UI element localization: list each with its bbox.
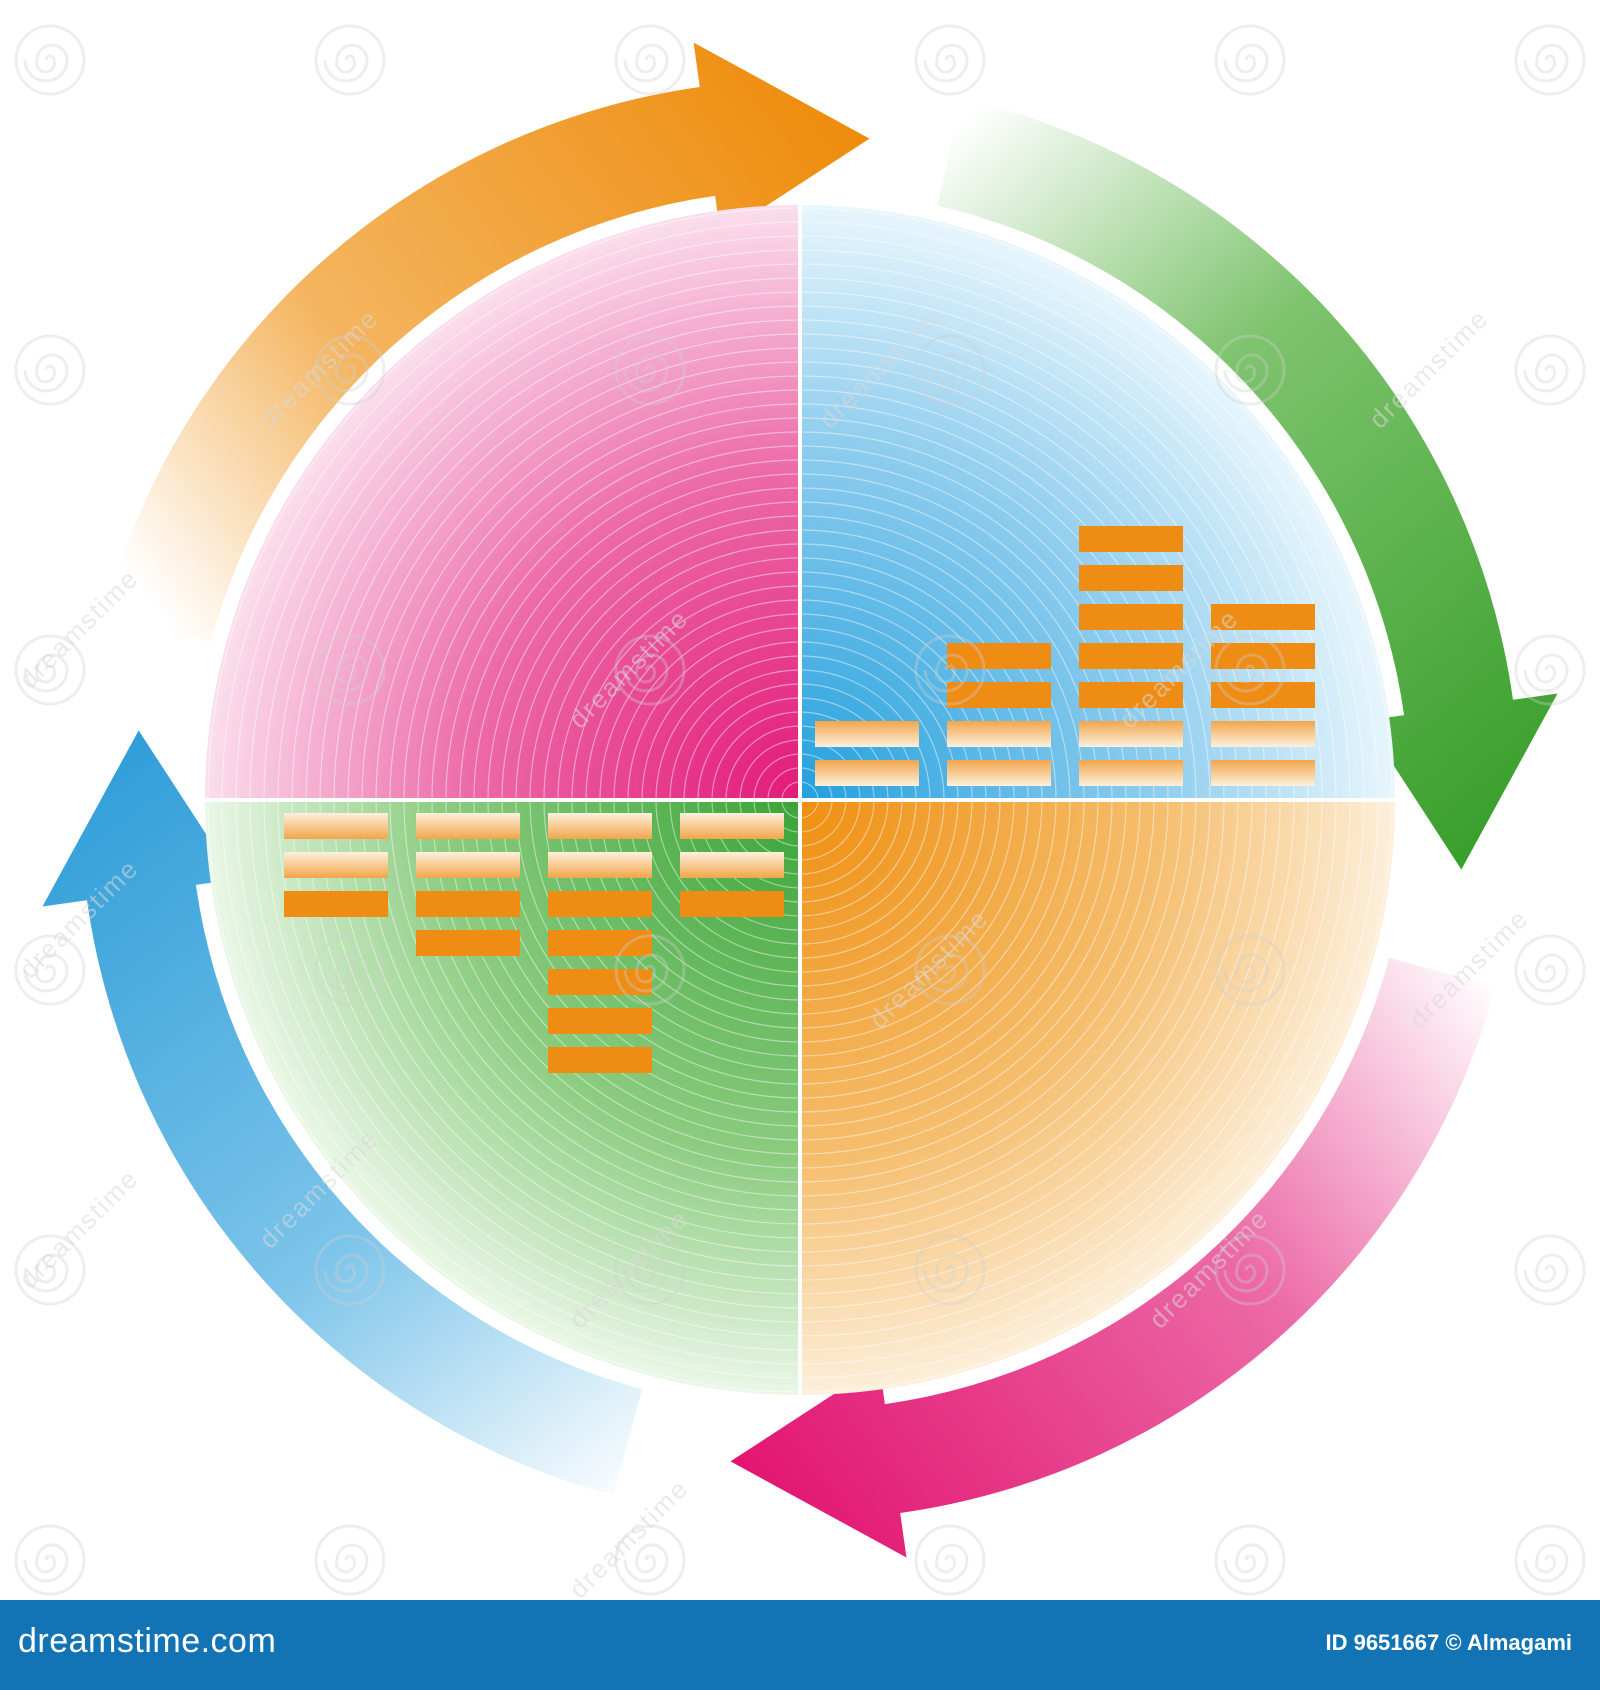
green-arrow <box>937 98 1558 870</box>
bar-segment <box>416 852 520 878</box>
blue-arrow <box>42 730 643 1496</box>
bar-segment <box>680 813 784 839</box>
bar-segment <box>947 721 1051 747</box>
bar-segment <box>1079 721 1183 747</box>
pink-arrow <box>730 957 1496 1558</box>
bar-segment <box>1079 643 1183 669</box>
spiral-logo-icon <box>1214 1234 1286 1306</box>
bar-segment <box>1079 565 1183 591</box>
spiral-logo-icon <box>14 634 86 706</box>
bar-segment <box>947 682 1051 708</box>
spiral-logo-icon <box>914 1524 986 1596</box>
bar-stacks-bottom-left <box>284 813 784 1073</box>
spiral-logo-icon <box>314 1234 386 1306</box>
spiral-logo-icon <box>914 934 986 1006</box>
spiral-logo-icon <box>314 334 386 406</box>
bar-segment <box>815 721 919 747</box>
spiral-logo-icon <box>314 24 386 96</box>
spiral-logo-icon <box>1214 634 1286 706</box>
spiral-logo-icon <box>914 1234 986 1306</box>
spiral-logo-icon <box>914 334 986 406</box>
bar-segment <box>1211 643 1315 669</box>
bar-segment <box>416 930 520 956</box>
bar-segment <box>680 852 784 878</box>
bar-segment <box>1211 760 1315 786</box>
spiral-logo-icon <box>1214 934 1286 1006</box>
spiral-logo-icon <box>614 1234 686 1306</box>
spiral-logo-icon <box>614 934 686 1006</box>
spiral-logo-icon <box>614 1524 686 1596</box>
bar-segment <box>1079 526 1183 552</box>
spiral-logo-icon <box>1214 334 1286 406</box>
quadrant-bottom-right <box>800 800 1395 1395</box>
bar-segment <box>1211 721 1315 747</box>
spiral-logo-icon <box>314 1524 386 1596</box>
spiral-logo-icon <box>14 334 86 406</box>
bar-segment <box>548 1047 652 1073</box>
spiral-logo-icon <box>1514 1524 1586 1596</box>
bar-segment <box>1211 604 1315 630</box>
spiral-logo-icon <box>914 24 986 96</box>
bar-segment <box>947 643 1051 669</box>
bar-segment <box>1079 604 1183 630</box>
spiral-logo-icon <box>914 634 986 706</box>
bar-segment <box>680 891 784 917</box>
watermark-text: dreamstime <box>1363 303 1494 434</box>
bar-segment <box>548 930 652 956</box>
footer-bar: dreamstime.com ID 9651667 © Almagami <box>0 1600 1600 1690</box>
spiral-logo-icon <box>614 334 686 406</box>
watermark-text: dreamstime <box>13 563 144 694</box>
bar-segment <box>284 852 388 878</box>
bar-segment <box>815 760 919 786</box>
bar-segment <box>548 1008 652 1034</box>
footer-credit: ID 9651667 © Almagami <box>1325 1630 1572 1655</box>
bar-segment <box>1079 682 1183 708</box>
spiral-logo-icon <box>1514 934 1586 1006</box>
watermark-text: dreamstime <box>13 1163 144 1294</box>
bar-segment <box>548 852 652 878</box>
quadrant-top-left <box>205 205 800 800</box>
bar-segment <box>284 813 388 839</box>
footer-brand[interactable]: dreamstime.com <box>18 1622 277 1660</box>
spiral-logo-icon <box>314 634 386 706</box>
spiral-logo-icon <box>14 934 86 1006</box>
spiral-logo-icon <box>314 934 386 1006</box>
bar-stacks-top-right <box>815 526 1315 786</box>
spiral-logo-icon <box>1514 334 1586 406</box>
bar-segment <box>548 813 652 839</box>
spiral-logo-icon <box>1514 1234 1586 1306</box>
bar-segment <box>416 891 520 917</box>
bar-segment <box>548 891 652 917</box>
spiral-logo-icon <box>1214 24 1286 96</box>
quadrant-circle <box>195 195 1405 1405</box>
bar-segment <box>1079 760 1183 786</box>
spiral-logo-icon <box>1514 24 1586 96</box>
bar-segment <box>947 760 1051 786</box>
spiral-logo-icon <box>614 634 686 706</box>
bar-segment <box>284 891 388 917</box>
spiral-logo-icon <box>1214 1524 1286 1596</box>
bar-segment <box>548 969 652 995</box>
cycle-arrows <box>42 42 1558 1558</box>
spiral-logo-icon <box>14 1524 86 1596</box>
orange-arrow <box>104 42 870 643</box>
spiral-logo-icon <box>14 1234 86 1306</box>
bar-segment <box>416 813 520 839</box>
bar-segment <box>1211 682 1315 708</box>
spiral-logo-icon <box>614 24 686 96</box>
spiral-logo-icon <box>1514 634 1586 706</box>
spiral-logo-icon <box>14 24 86 96</box>
